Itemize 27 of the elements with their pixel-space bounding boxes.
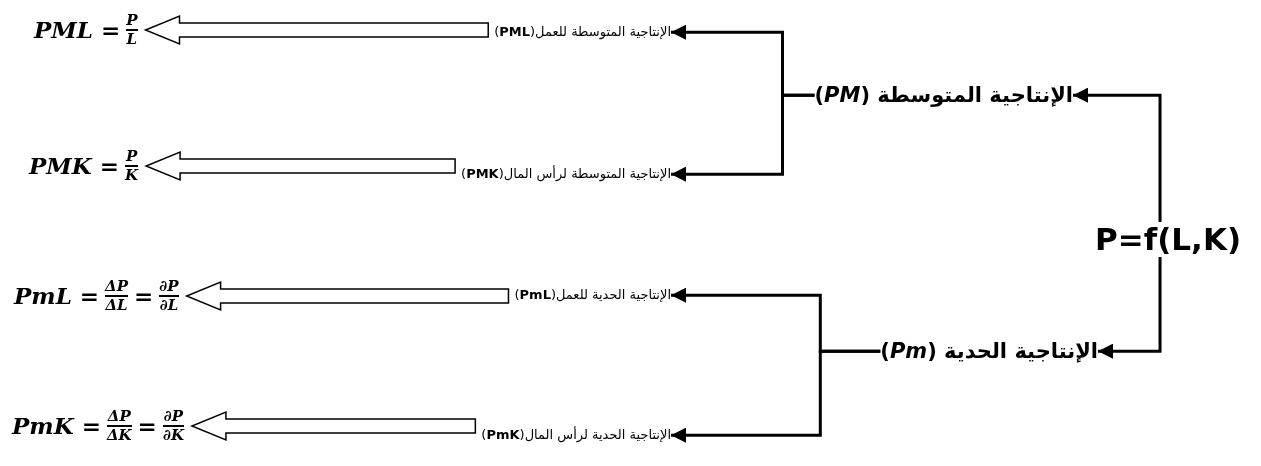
formula-text: PmL =	[12, 280, 101, 311]
formula-text: =	[136, 410, 158, 441]
hollow-arrow	[143, 14, 489, 46]
formula-text: PMK =	[27, 150, 121, 181]
numerator: ΔP	[105, 278, 128, 296]
hollow-arrow	[189, 410, 477, 442]
denominator: L	[126, 30, 138, 48]
hollow-arrow	[184, 280, 510, 312]
function-label: P=f(L,K)	[1095, 220, 1242, 259]
formula-text: =	[133, 280, 155, 311]
numerator: ΔP	[107, 408, 131, 426]
denominator: ∂L	[159, 296, 179, 314]
denominator: ∂K	[162, 426, 184, 444]
denominator: ΔK	[106, 426, 132, 444]
numerator: ∂P	[163, 408, 184, 426]
denominator: K	[125, 166, 139, 184]
arrow	[671, 93, 815, 182]
formula-text: PML =	[32, 14, 122, 45]
arrow	[671, 349, 881, 443]
arrow	[1098, 257, 1162, 359]
denominator: ΔL	[105, 296, 128, 314]
numerator: P	[126, 12, 138, 30]
numerator: ∂P	[159, 278, 179, 296]
numerator: P	[125, 148, 138, 166]
hollow-arrow	[144, 150, 456, 182]
arrow	[1073, 87, 1162, 222]
formula-text: PmK =	[10, 410, 102, 441]
